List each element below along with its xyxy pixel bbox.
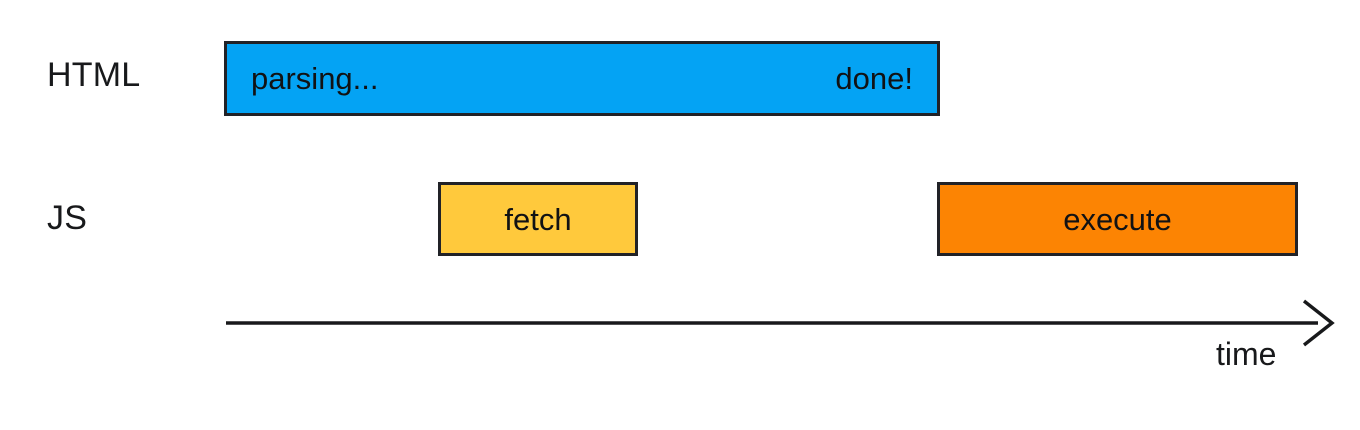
- time-axis-label: time: [1216, 336, 1277, 372]
- js-fetch-label: fetch: [504, 201, 572, 237]
- js-execute-label: execute: [1063, 201, 1172, 237]
- row-label-html: HTML: [47, 56, 141, 94]
- html-parsing-bar: parsing... done!: [224, 41, 940, 116]
- js-execute-bar: execute: [937, 182, 1298, 256]
- html-parsing-label: parsing...: [251, 61, 379, 96]
- row-label-js: JS: [47, 199, 88, 237]
- html-parsing-done-label: done!: [835, 61, 913, 96]
- time-axis-arrow-icon: [226, 299, 1335, 347]
- js-fetch-bar: fetch: [438, 182, 638, 256]
